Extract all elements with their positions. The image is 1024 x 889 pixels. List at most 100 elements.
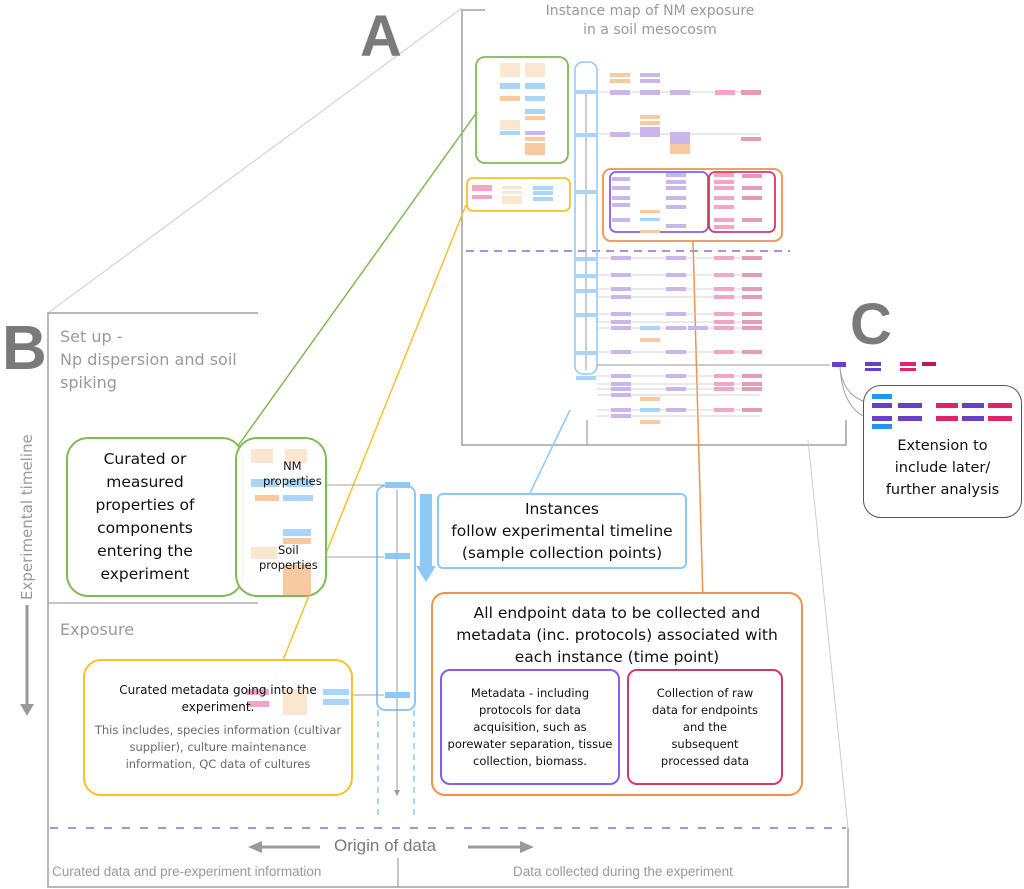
instance-node [640,90,660,95]
instance-node [525,131,545,135]
panel-a-magenta-group [708,171,776,233]
instance-node [612,218,630,222]
curated-properties-line: Curated or [103,450,187,468]
instance-node [472,185,492,191]
curated-properties-line: components [97,519,193,537]
nm-node [283,495,313,501]
nm-node [285,479,313,487]
experimental-timeline-label: Experimental timeline [18,434,36,600]
panel-b-letter: B [2,314,47,383]
instance-node [666,273,686,277]
endpoint-data-line: All endpoint data to be collected and [473,604,761,622]
metadata-protocols-line: acquisition, such as [473,719,587,734]
instance-node [525,137,545,141]
curated-metadata-title-line: Curated metadata going into the [119,683,317,697]
raw-data-line: processed data [660,753,750,768]
metadata-node [247,689,269,695]
instance-node [576,190,596,194]
instances-box: Instances follow experimental timeline (… [437,493,687,569]
instance-node [715,90,735,95]
instance-node [666,374,686,378]
instance-node [666,173,686,177]
instance-node [714,218,734,222]
metadata-protocols-line: protocols for data [479,702,581,717]
instance-node [666,287,686,291]
panel-c-node [832,362,846,367]
instance-node [742,273,762,277]
instance-node [525,143,545,155]
instances-arrow-head [416,566,436,582]
curated-data-label: Curated data and pre-experiment informat… [52,864,322,879]
instance-node [502,191,522,194]
endpoint-data-line: metadata (inc. protocols) associated wit… [456,626,778,644]
instance-node [742,196,762,200]
instance-node [666,205,686,209]
instance-node [742,287,762,291]
instance-node [670,90,690,95]
instance-node [666,196,686,200]
instance-node [714,273,734,277]
instance-node [742,387,762,391]
curated-properties-line: measured [106,473,184,491]
instance-node [666,350,686,354]
instance-node [611,414,631,418]
instance-node [640,127,660,137]
instance-node [640,397,660,401]
metadata-node [323,689,349,695]
instance-node [670,132,690,144]
instance-node [714,387,734,391]
instances-arrow-shaft [420,494,432,572]
instance-node [666,387,686,391]
instances-line: follow experimental timeline [451,522,673,540]
instance-node [611,287,631,291]
soil-node [283,529,311,536]
panel-a-title: Instance map of NM exposure in a soil me… [530,2,770,40]
instances-line: Instances [524,500,599,518]
instance-node [714,295,734,299]
instance-node [742,374,762,378]
instance-node [612,196,630,200]
panel-c-letter: C [850,292,892,357]
instance-node [576,257,596,261]
curated-properties-line: properties of [95,496,195,514]
extension-node [898,416,922,421]
instance-node [525,109,545,114]
soil-node [283,538,311,544]
instance-node [610,132,630,137]
curated-metadata-title: Curated metadata going into the experime… [119,682,317,716]
instance-node [742,218,762,222]
soil-properties-line: properties [259,558,318,572]
instance-node [666,312,686,316]
metadata-node [247,701,269,707]
raw-data-box: Collection of raw data for endpoints and… [627,669,783,785]
panel-c-node [900,368,916,371]
instance-node [576,274,596,278]
extension-node [898,403,922,408]
yellow-callout-line [274,204,467,681]
instance-node [714,408,734,412]
soil-properties-line: Soil [277,543,299,557]
instance-node [533,197,553,201]
instance-node [611,393,631,397]
extension-node [936,403,958,408]
instance-node [525,96,545,101]
soil-properties-label: Soil properties [259,543,318,573]
instance-node [576,376,596,380]
instance-node [666,180,686,184]
panel-b-timeline-column [376,485,416,711]
instance-node [611,326,631,330]
panel-a-frame [461,9,847,446]
blue-callout-line [529,409,571,494]
instance-node [610,79,630,83]
instance-node [714,382,734,386]
instance-node [742,350,762,354]
panel-a-title-line: Instance map of NM exposure [545,3,755,19]
nm-properties-label: NM properties [263,459,322,489]
instance-node [533,186,553,190]
instance-node [666,224,686,228]
instance-node [714,186,734,190]
extension-node [962,403,984,408]
instance-node [714,320,734,324]
instance-node [500,83,520,89]
instance-node [714,205,734,209]
